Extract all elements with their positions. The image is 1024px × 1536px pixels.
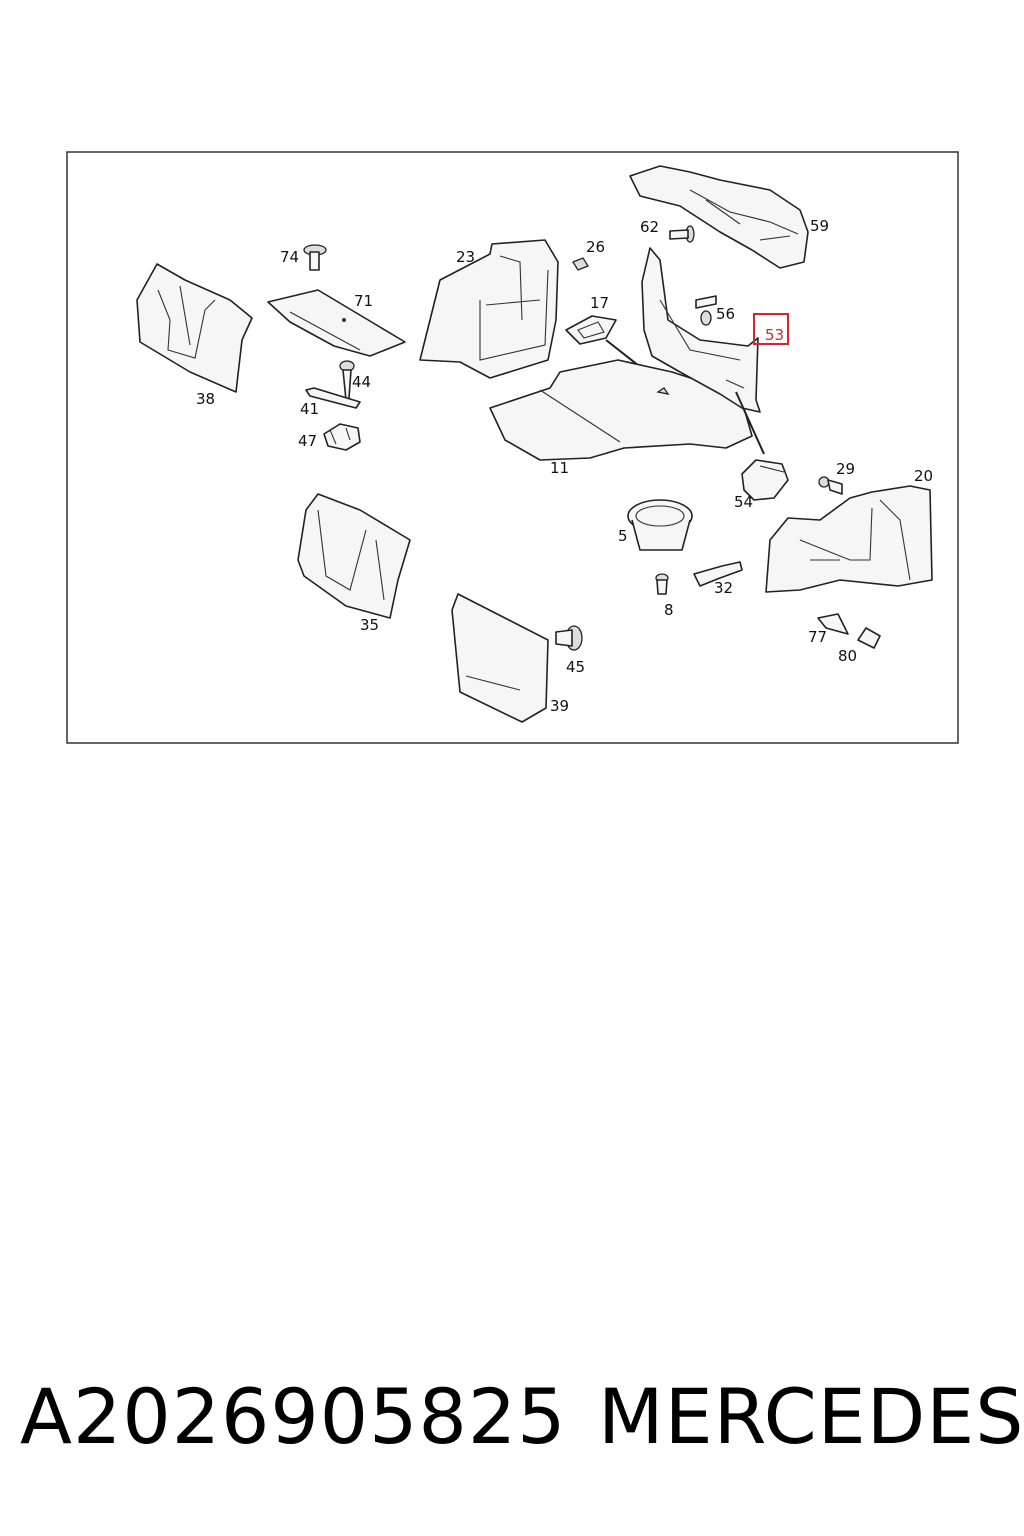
part-56-clip <box>695 295 717 326</box>
callout-77: 77 <box>808 628 827 646</box>
footer: A2026905825 MERCEDES <box>0 1372 1024 1472</box>
part-47-clip <box>323 423 361 451</box>
part-32-bracket <box>693 561 743 587</box>
part-77-pad <box>817 613 849 635</box>
part-45-push-clip <box>555 625 583 651</box>
callout-80: 80 <box>838 647 857 665</box>
highlight-box-53 <box>753 313 789 345</box>
part-38-side-panel <box>136 263 253 393</box>
part-80-pad <box>857 627 881 649</box>
callout-71: 71 <box>354 292 373 310</box>
callout-32: 32 <box>714 579 733 597</box>
part-number: A2026905825 <box>20 1372 567 1461</box>
part-5-cup-holder <box>627 499 693 551</box>
brand-name: MERCEDES <box>598 1372 1024 1461</box>
part-39-foil <box>451 593 549 723</box>
part-11-floor-mat <box>489 359 753 461</box>
callout-38: 38 <box>196 390 215 408</box>
part-71-cover-plate <box>267 289 406 357</box>
callout-62: 62 <box>640 218 659 236</box>
callout-29: 29 <box>836 460 855 478</box>
part-44-screw <box>339 360 355 401</box>
part-29-screw <box>818 476 843 495</box>
callout-41: 41 <box>300 400 319 418</box>
callout-11: 11 <box>550 459 569 477</box>
part-62-clip <box>669 225 695 243</box>
callout-5: 5 <box>618 527 628 545</box>
callout-74: 74 <box>280 248 299 266</box>
part-59-rear-trim <box>629 165 809 269</box>
part-74-push-clip <box>303 244 327 271</box>
part-26-clip <box>572 257 589 271</box>
callout-45: 45 <box>566 658 585 676</box>
callout-56: 56 <box>716 305 735 323</box>
callout-17: 17 <box>590 294 609 312</box>
callout-20: 20 <box>914 467 933 485</box>
part-35-side-panel <box>297 493 411 619</box>
callout-54: 54 <box>734 493 753 511</box>
callout-26: 26 <box>586 238 605 256</box>
parts-diagram: 59 62 26 23 74 71 17 56 53 38 44 41 47 1… <box>66 151 959 744</box>
part-20-trim-right <box>765 485 933 593</box>
callout-35: 35 <box>360 616 379 634</box>
callout-47: 47 <box>298 432 317 450</box>
part-23-trim-left <box>419 239 559 379</box>
part-53-trim-rear <box>641 247 765 455</box>
callout-39: 39 <box>550 697 569 715</box>
callout-8: 8 <box>664 601 674 619</box>
part-41-bracket <box>305 387 361 409</box>
callout-44: 44 <box>352 373 371 391</box>
callout-59: 59 <box>810 217 829 235</box>
part-54-cover <box>741 459 789 501</box>
callout-23: 23 <box>456 248 475 266</box>
callout-53: 53 <box>765 326 784 344</box>
part-8-clip <box>655 573 669 595</box>
